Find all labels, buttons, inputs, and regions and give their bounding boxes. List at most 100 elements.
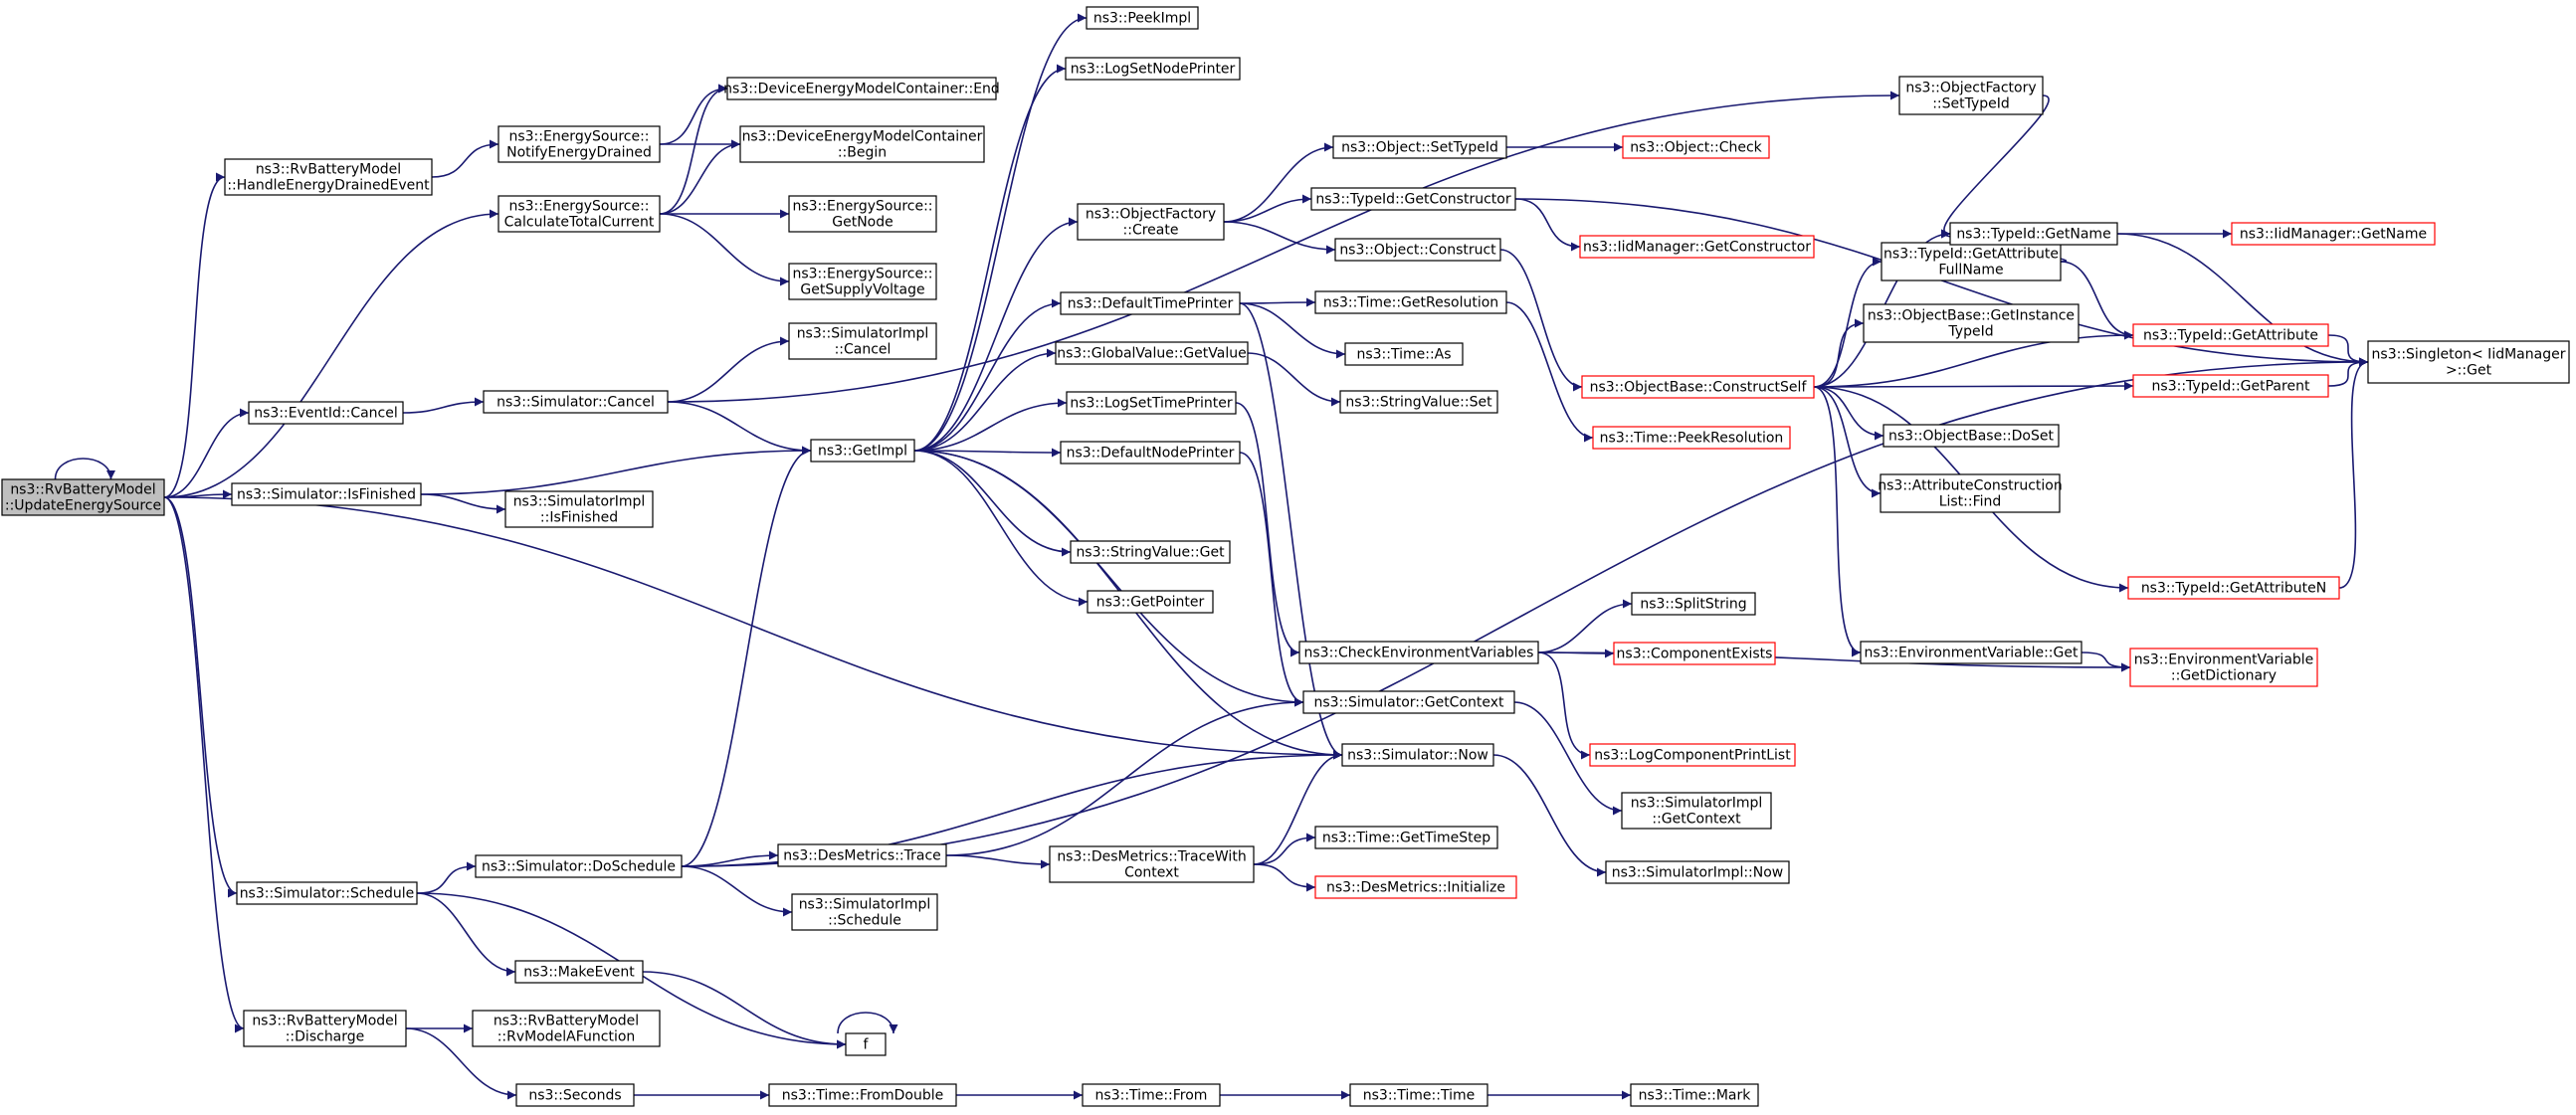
node-label: ns3::Simulator::Cancel — [496, 395, 655, 411]
node-box — [1622, 135, 1770, 159]
node-ns3-desmetrics-trace[interactable]: ns3::DesMetrics::Trace — [777, 843, 947, 867]
node-ns3-simulator-schedule[interactable]: ns3::Simulator::Schedule — [236, 881, 418, 905]
node-ns3-getpointer[interactable]: ns3::GetPointer — [1087, 590, 1214, 614]
node-ns3-object-settypeid[interactable]: ns3::Object::SetTypeId — [1332, 135, 1507, 159]
node-label: ns3::Time::Time — [1363, 1088, 1475, 1104]
node-ns3-rvbatterymodel-rvmodelafunction[interactable]: ns3::RvBatteryModel::RvModelAFunction — [472, 1010, 661, 1047]
node-ns3-simulator-cancel[interactable]: ns3::Simulator::Cancel — [483, 390, 669, 414]
node-ns3-splitstring[interactable]: ns3::SplitString — [1631, 592, 1756, 616]
node-ns3-typeid-getconstructor[interactable]: ns3::TypeId::GetConstructor — [1310, 187, 1516, 211]
node-ns3-componentexists[interactable]: ns3::ComponentExists — [1613, 642, 1776, 665]
node-label: ns3::GetPointer — [1096, 595, 1205, 611]
node-ns3-logsettimeprinter[interactable]: ns3::LogSetTimePrinter — [1066, 391, 1237, 415]
node-ns3-makeevent[interactable]: ns3::MakeEvent — [514, 960, 644, 984]
node-ns3-deviceenergymodelcontainer-begin[interactable]: ns3::DeviceEnergyModelContainer::Begin — [739, 125, 985, 163]
node-ns3-logsetnodeprinter[interactable]: ns3::LogSetNodePrinter — [1065, 57, 1241, 81]
node-box — [1592, 426, 1791, 450]
node-box — [1314, 875, 1517, 899]
node-label: CalculateTotalCurrent — [504, 215, 655, 231]
node-label: ns3::GlobalValue::GetValue — [1057, 346, 1246, 362]
node-box — [788, 195, 937, 233]
node-ns3-time-from[interactable]: ns3::Time::From — [1082, 1083, 1221, 1107]
node-ns3-typeid-getattributen[interactable]: ns3::TypeId::GetAttributeN — [2127, 576, 2340, 600]
node-ns3-peekimpl[interactable]: ns3::PeekImpl — [1086, 6, 1199, 30]
node-ns3-simulatorimpl-getcontext[interactable]: ns3::SimulatorImpl::GetContext — [1621, 792, 1772, 830]
node-ns3-stringvalue-get[interactable]: ns3::StringValue::Get — [1070, 540, 1231, 564]
node-ns3-defaultnodeprinter[interactable]: ns3::DefaultNodePrinter — [1060, 441, 1241, 465]
node-ns3-desmetrics-initialize[interactable]: ns3::DesMetrics::Initialize — [1314, 875, 1517, 899]
node-ns3-typeid-getattribute[interactable]: ns3::TypeId::GetAttribute — [2132, 323, 2329, 347]
node-ns3-stringvalue-set[interactable]: ns3::StringValue::Set — [1339, 390, 1498, 414]
node-ns3-objectbase-constructself[interactable]: ns3::ObjectBase::ConstructSelf — [1581, 375, 1815, 399]
node-label: ns3::ComponentExists — [1617, 647, 1773, 662]
edge-destrace-to-dmtracewith — [945, 854, 1051, 869]
node-ns3-typeid-getparent[interactable]: ns3::TypeId::GetParent — [2132, 374, 2329, 398]
node-ns3-objectfactory-settypeid[interactable]: ns3::ObjectFactory::SetTypeId — [1898, 76, 2044, 115]
edge-root-to-root — [54, 458, 115, 480]
node-ns3-energysource-notifyenergydrained[interactable]: ns3::EnergySource::NotifyEnergyDrained — [497, 125, 661, 163]
node-ns3-simulator-getcontext[interactable]: ns3::Simulator::GetContext — [1302, 690, 1515, 714]
node-ns3-iidmanager-getconstructor[interactable]: ns3::IidManager::GetConstructor — [1579, 235, 1815, 259]
node-ns3-object-construct[interactable]: ns3::Object::Construct — [1334, 238, 1501, 262]
node-ns3-objectfactory-create[interactable]: ns3::ObjectFactory::Create — [1077, 203, 1225, 241]
node-label: ::UpdateEnergySource — [5, 498, 161, 514]
edge-tidgetattrn-to-singletonget — [2338, 357, 2369, 589]
node-ns3-iidmanager-getname[interactable]: ns3::IidManager::GetName — [2231, 222, 2436, 246]
node-ns3-seconds[interactable]: ns3::Seconds — [515, 1083, 635, 1107]
node-f[interactable]: f — [845, 1032, 887, 1056]
node-ns3-checkenvironmentvariables[interactable]: ns3::CheckEnvironmentVariables — [1298, 641, 1539, 664]
node-label: ns3::RvBatteryModel — [256, 162, 401, 178]
node-ns3-simulatorimpl-now[interactable]: ns3::SimulatorImpl::Now — [1605, 860, 1790, 884]
edge-tidgetctor-to-iidmgetctor — [1514, 198, 1581, 252]
node-box — [2231, 222, 2436, 246]
node-ns3-rvbatterymodel-updateenergysource[interactable]: ns3::RvBatteryModel::UpdateEnergySource — [1, 478, 165, 516]
node-ns3-deviceenergymodelcontainer-end[interactable]: ns3::DeviceEnergyModelContainer::End — [723, 77, 1000, 100]
node-ns3-time-getresolution[interactable]: ns3::Time::GetResolution — [1314, 290, 1507, 314]
node-label: ns3::Seconds — [528, 1088, 621, 1104]
node-box — [2367, 340, 2570, 384]
node-ns3-getimpl[interactable]: ns3::GetImpl — [810, 439, 915, 463]
node-ns3-environmentvariable-getdictionary[interactable]: ns3::EnvironmentVariable::GetDictionary — [2129, 648, 2318, 687]
node-label: ::RvModelAFunction — [497, 1029, 636, 1045]
node-ns3-energysource-calculatetotalcurrent[interactable]: ns3::EnergySource::CalculateTotalCurrent — [497, 195, 661, 233]
node-ns3-defaulttimeprinter[interactable]: ns3::DefaultTimePrinter — [1060, 291, 1241, 315]
node-ns3-object-check[interactable]: ns3::Object::Check — [1622, 135, 1770, 159]
node-ns3-simulator-doschedule[interactable]: ns3::Simulator::DoSchedule — [475, 854, 683, 878]
node-label: ::Begin — [838, 145, 887, 161]
node-ns3-rvbatterymodel-handleenergydrainedevent[interactable]: ns3::RvBatteryModel::HandleEnergyDrained… — [224, 158, 433, 196]
node-ns3-time-as[interactable]: ns3::Time::As — [1344, 342, 1464, 366]
node-ns3-time-fromdouble[interactable]: ns3::Time::FromDouble — [768, 1083, 957, 1107]
node-box — [1898, 76, 2044, 115]
node-label: ns3::SimulatorImpl — [1631, 796, 1763, 812]
node-ns3-singleton-iidmanager-get[interactable]: ns3::Singleton< IidManager>::Get — [2367, 340, 2570, 384]
node-box — [2127, 576, 2340, 600]
node-ns3-environmentvariable-get[interactable]: ns3::EnvironmentVariable::Get — [1860, 641, 2082, 664]
node-label: FullName — [1938, 263, 2003, 279]
node-ns3-time-gettimestep[interactable]: ns3::Time::GetTimeStep — [1314, 826, 1498, 849]
node-ns3-simulator-isfinished[interactable]: ns3::Simulator::IsFinished — [231, 482, 422, 506]
node-box — [1581, 375, 1815, 399]
node-ns3-logcomponentprintlist[interactable]: ns3::LogComponentPrintList — [1589, 743, 1796, 767]
edge-obconstructself-to-tidgetattr — [1813, 330, 2134, 388]
node-ns3-globalvalue-getvalue[interactable]: ns3::GlobalValue::GetValue — [1055, 341, 1249, 365]
node-ns3-objectbase-doset[interactable]: ns3::ObjectBase::DoSet — [1882, 424, 2060, 448]
node-ns3-energysource-getsupplyvoltage[interactable]: ns3::EnergySource::GetSupplyVoltage — [788, 263, 937, 300]
node-label: ns3::Time::Mark — [1639, 1088, 1752, 1104]
node-ns3-time-peekresolution[interactable]: ns3::Time::PeekResolution — [1592, 426, 1791, 450]
node-ns3-simulatorimpl-cancel[interactable]: ns3::SimulatorImpl::Cancel — [788, 322, 937, 360]
node-ns3-simulatorimpl-isfinished[interactable]: ns3::SimulatorImpl::IsFinished — [504, 490, 654, 528]
node-ns3-simulatorimpl-schedule[interactable]: ns3::SimulatorImpl::Schedule — [791, 893, 938, 931]
node-ns3-eventid-cancel[interactable]: ns3::EventId::Cancel — [248, 401, 404, 425]
node-ns3-time-mark[interactable]: ns3::Time::Mark — [1630, 1083, 1759, 1107]
node-ns3-time-time[interactable]: ns3::Time::Time — [1349, 1083, 1488, 1107]
node-box — [1863, 303, 2080, 343]
node-ns3-simulator-now[interactable]: ns3::Simulator::Now — [1341, 743, 1494, 767]
node-ns3-rvbatterymodel-discharge[interactable]: ns3::RvBatteryModel::Discharge — [243, 1010, 407, 1047]
node-ns3-energysource-getnode[interactable]: ns3::EnergySource::GetNode — [788, 195, 937, 233]
node-ns3-typeid-getname[interactable]: ns3::TypeId::GetName — [1949, 222, 2118, 246]
node-box — [1065, 57, 1241, 81]
